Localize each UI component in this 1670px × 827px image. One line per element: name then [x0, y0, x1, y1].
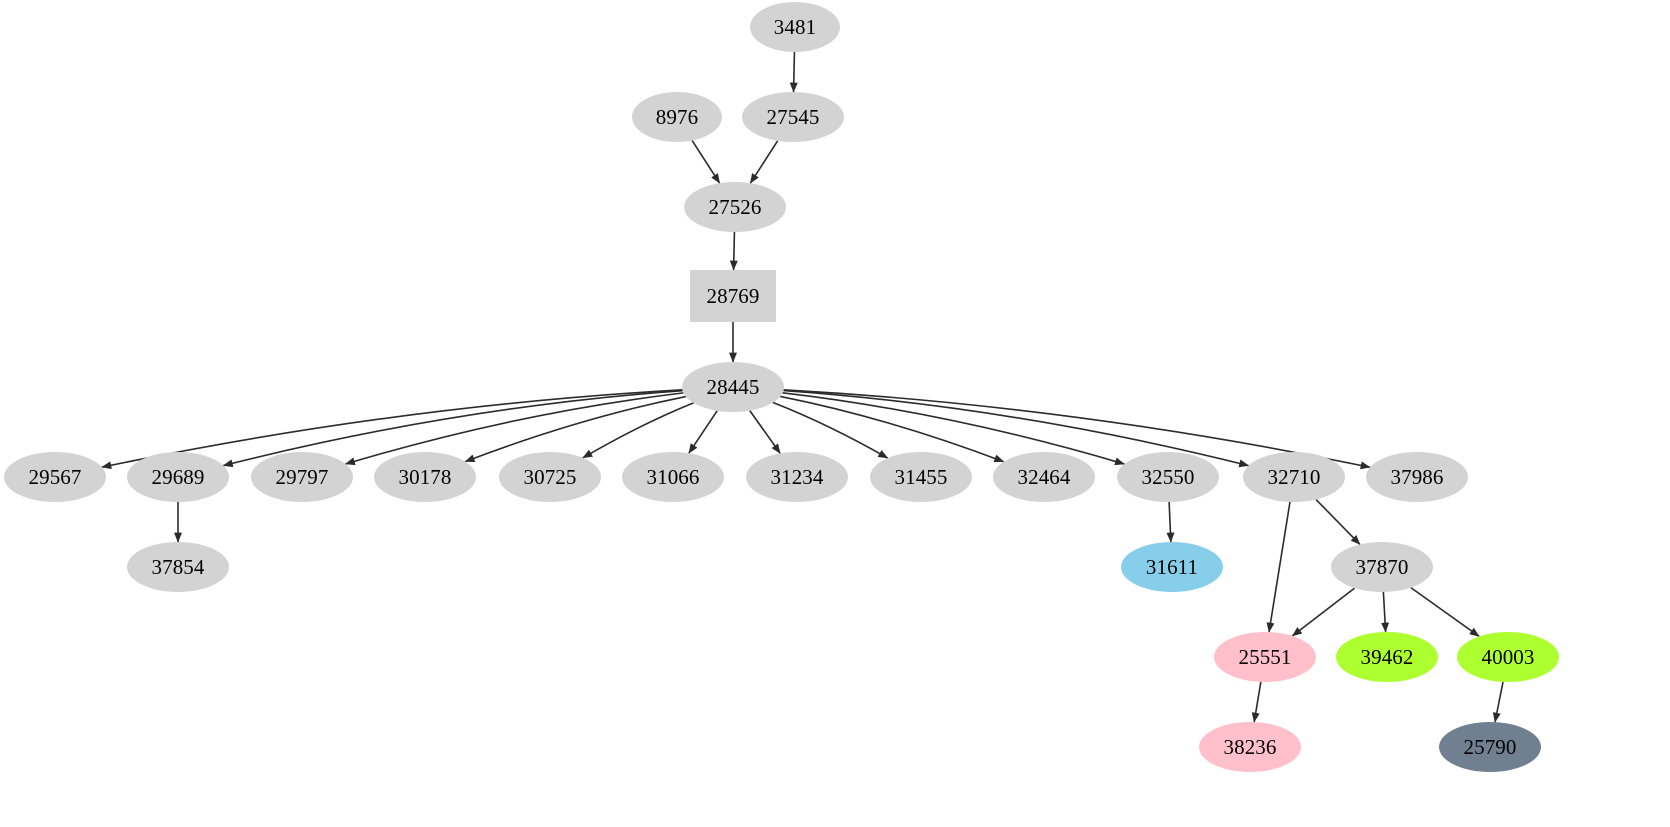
node-label: 31611 — [1145, 554, 1199, 579]
node-label: 28445 — [706, 374, 760, 399]
graph-node-37870[interactable]: 37870 — [1331, 542, 1433, 592]
graph-node-39462[interactable]: 39462 — [1336, 632, 1438, 682]
graph-node-29567[interactable]: 29567 — [4, 452, 106, 502]
node-label: 31066 — [646, 464, 700, 489]
graph-node-27526[interactable]: 27526 — [684, 182, 786, 232]
node-label: 37870 — [1355, 554, 1409, 579]
node-label: 31234 — [770, 464, 824, 489]
graph-node-30725[interactable]: 30725 — [499, 452, 601, 502]
graph-node-32710[interactable]: 32710 — [1243, 452, 1345, 502]
node-label: 29567 — [28, 464, 82, 489]
node-label: 30178 — [398, 464, 452, 489]
graph-node-37854[interactable]: 37854 — [127, 542, 229, 592]
node-label: 38236 — [1223, 734, 1277, 759]
graph-node-8976[interactable]: 8976 — [632, 92, 722, 142]
node-label: 31455 — [894, 464, 948, 489]
graph-node-32550[interactable]: 32550 — [1117, 452, 1219, 502]
graph-node-31234[interactable]: 31234 — [746, 452, 848, 502]
graph-node-32464[interactable]: 32464 — [993, 452, 1095, 502]
node-label: 8976 — [655, 104, 699, 129]
graph-node-38236[interactable]: 38236 — [1199, 722, 1301, 772]
node-label: 25551 — [1238, 644, 1292, 669]
node-label: 39462 — [1360, 644, 1414, 669]
node-label: 30725 — [523, 464, 577, 489]
graph-node-28445[interactable]: 28445 — [682, 362, 784, 412]
node-label: 32464 — [1017, 464, 1071, 489]
graph-node-25790[interactable]: 25790 — [1439, 722, 1541, 772]
graph-node-37986[interactable]: 37986 — [1366, 452, 1468, 502]
node-label: 25790 — [1463, 734, 1517, 759]
graph-node-27545[interactable]: 27545 — [742, 92, 844, 142]
node-label: 28769 — [706, 283, 760, 308]
node-label: 29689 — [151, 464, 205, 489]
node-label: 27526 — [708, 194, 762, 219]
node-label: 27545 — [766, 104, 820, 129]
node-label: 32710 — [1267, 464, 1321, 489]
graph-node-3481[interactable]: 3481 — [750, 2, 840, 52]
graph-node-31066[interactable]: 31066 — [622, 452, 724, 502]
node-label: 3481 — [773, 14, 817, 39]
node-label: 32550 — [1141, 464, 1195, 489]
node-label: 37986 — [1390, 464, 1444, 489]
graph-node-31455[interactable]: 31455 — [870, 452, 972, 502]
graph-node-30178[interactable]: 30178 — [374, 452, 476, 502]
node-label: 37854 — [151, 554, 205, 579]
graph-node-31611[interactable]: 31611 — [1121, 542, 1223, 592]
graph-node-40003[interactable]: 40003 — [1457, 632, 1559, 682]
node-label: 40003 — [1481, 644, 1535, 669]
graph-node-28769[interactable]: 28769 — [690, 270, 776, 322]
graph-node-25551[interactable]: 25551 — [1214, 632, 1316, 682]
graph-node-29689[interactable]: 29689 — [127, 452, 229, 502]
node-label: 29797 — [275, 464, 329, 489]
graph-node-29797[interactable]: 29797 — [251, 452, 353, 502]
